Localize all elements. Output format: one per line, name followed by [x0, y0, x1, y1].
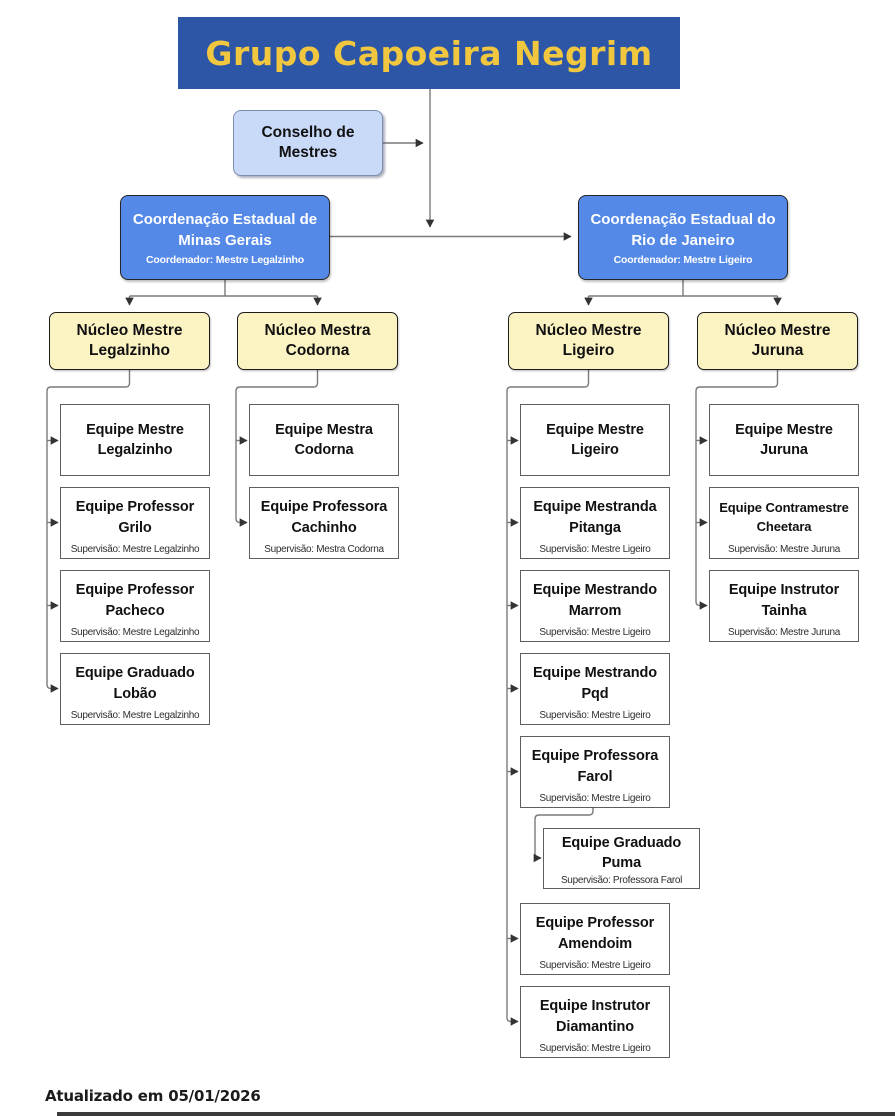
rail-juruna	[695, 370, 779, 602]
node-subtitle: Coordenador: Mestre Ligeiro	[613, 254, 753, 266]
node-nucleo-mestre-legalzinho[interactable]: Núcleo Mestre Legalzinho	[49, 312, 210, 370]
node-title: Equipe Professor Grilo	[75, 499, 195, 536]
node-title: Equipe Mestre Juruna	[735, 421, 833, 458]
node-equipe-mestre-juruna[interactable]: Equipe Mestre Juruna	[709, 404, 859, 476]
node-equipe-professora-farol[interactable]: Equipe Professora Farol Supervisão: Mest…	[520, 736, 670, 808]
node-equipe-mestre-legalzinho[interactable]: Equipe Mestre Legalzinho	[60, 404, 210, 476]
node-title: Conselho de Mestres	[261, 123, 355, 161]
rail-codorna	[235, 370, 319, 519]
node-equipe-instrutor-diamantino[interactable]: Equipe Instrutor Diamantino Supervisão: …	[520, 986, 670, 1058]
node-title: Núcleo Mestre Juruna	[724, 321, 831, 359]
chart-title: Grupo Capoeira Negrim	[205, 33, 653, 73]
node-title: Equipe Instrutor Diamantino	[539, 998, 651, 1035]
node-equipe-mestranda-pitanga[interactable]: Equipe Mestranda Pitanga Supervisão: Mes…	[520, 487, 670, 559]
node-title: Equipe Professor Pacheco	[75, 582, 195, 619]
node-title: Equipe Professor Amendoim	[535, 915, 655, 952]
node-coordenacao-rio-de-janeiro[interactable]: Coordenação Estadual do Rio de Janeiro C…	[578, 195, 788, 280]
bottom-bar	[57, 1112, 895, 1116]
node-equipe-contramestre-cheetara[interactable]: Equipe Contramestre Cheetara Supervisão:…	[709, 487, 859, 559]
node-title: Coordenação Estadual de Minas Gerais	[132, 211, 318, 249]
node-title: Núcleo Mestre Legalzinho	[76, 321, 183, 359]
node-supervision: Supervisão: Mestre Legalzinho	[70, 710, 200, 721]
node-title: Equipe Professora Cachinho	[260, 499, 388, 536]
node-equipe-professor-amendoim[interactable]: Equipe Professor Amendoim Supervisão: Me…	[520, 903, 670, 975]
node-coordenacao-minas-gerais[interactable]: Coordenação Estadual de Minas Gerais Coo…	[120, 195, 330, 280]
node-nucleo-mestre-juruna[interactable]: Núcleo Mestre Juruna	[697, 312, 858, 370]
node-title: Equipe Contramestre Cheetara	[719, 500, 849, 534]
connector-farol-puma	[533, 807, 594, 863]
last-updated-label: Atualizado em 05/01/2026	[45, 1087, 261, 1105]
node-equipe-graduado-lobao[interactable]: Equipe Graduado Lobão Supervisão: Mestre…	[60, 653, 210, 725]
node-title: Equipe Graduado Lobão	[75, 665, 195, 702]
rail-ligeiro	[506, 370, 590, 1018]
node-title: Equipe Mestranda Pitanga	[533, 499, 657, 536]
node-supervision: Supervisão: Professora Farol	[560, 875, 683, 886]
node-title: Equipe Mestre Ligeiro	[546, 421, 644, 458]
node-equipe-professora-cachinho[interactable]: Equipe Professora Cachinho Supervisão: M…	[249, 487, 399, 559]
node-title: Equipe Instrutor Tainha	[728, 582, 840, 619]
node-supervision: Supervisão: Mestre Ligeiro	[539, 960, 651, 971]
node-title: Equipe Mestrando Pqd	[532, 665, 658, 702]
node-supervision: Supervisão: Mestre Legalzinho	[70, 544, 200, 555]
node-equipe-mestrando-pqd[interactable]: Equipe Mestrando Pqd Supervisão: Mestre …	[520, 653, 670, 725]
node-supervision: Supervisão: Mestre Ligeiro	[539, 627, 651, 638]
node-supervision: Supervisão: Mestre Juruna	[727, 627, 840, 638]
node-supervision: Supervisão: Mestre Ligeiro	[539, 1043, 651, 1054]
node-subtitle: Coordenador: Mestre Legalzinho	[146, 254, 304, 266]
node-title: Coordenação Estadual do Rio de Janeiro	[590, 211, 776, 249]
node-title: Equipe Mestra Codorna	[275, 421, 373, 458]
node-supervision: Supervisão: Mestre Ligeiro	[539, 544, 651, 555]
node-nucleo-mestra-codorna[interactable]: Núcleo Mestra Codorna	[237, 312, 398, 370]
node-equipe-mestra-codorna[interactable]: Equipe Mestra Codorna	[249, 404, 399, 476]
node-supervision: Supervisão: Mestre Juruna	[727, 544, 840, 555]
node-equipe-mestrando-marrom[interactable]: Equipe Mestrando Marrom Supervisão: Mest…	[520, 570, 670, 642]
node-title: Equipe Mestrando Marrom	[532, 582, 658, 619]
rail-legalzinho	[46, 370, 131, 685]
node-supervision: Supervisão: Mestre Ligeiro	[539, 793, 651, 804]
node-supervision: Supervisão: Mestre Legalzinho	[70, 627, 200, 638]
node-title: Núcleo Mestre Ligeiro	[535, 321, 642, 359]
node-title: Equipe Graduado Puma	[561, 834, 682, 871]
node-equipe-instrutor-tainha[interactable]: Equipe Instrutor Tainha Supervisão: Mest…	[709, 570, 859, 642]
node-equipe-graduado-puma[interactable]: Equipe Graduado Puma Supervisão: Profess…	[543, 828, 700, 889]
chart-title-banner[interactable]: Grupo Capoeira Negrim	[178, 17, 680, 89]
node-title: Equipe Mestre Legalzinho	[86, 421, 184, 458]
node-nucleo-mestre-ligeiro[interactable]: Núcleo Mestre Ligeiro	[508, 312, 669, 370]
node-equipe-professor-pacheco[interactable]: Equipe Professor Pacheco Supervisão: Mes…	[60, 570, 210, 642]
node-supervision: Supervisão: Mestra Codorna	[264, 544, 384, 555]
node-equipe-professor-grilo[interactable]: Equipe Professor Grilo Supervisão: Mestr…	[60, 487, 210, 559]
node-title: Núcleo Mestra Codorna	[264, 321, 371, 359]
node-title: Equipe Professora Farol	[531, 748, 659, 785]
node-supervision: Supervisão: Mestre Ligeiro	[539, 710, 651, 721]
node-conselho-de-mestres[interactable]: Conselho de Mestres	[233, 110, 383, 176]
node-equipe-mestre-ligeiro[interactable]: Equipe Mestre Ligeiro	[520, 404, 670, 476]
